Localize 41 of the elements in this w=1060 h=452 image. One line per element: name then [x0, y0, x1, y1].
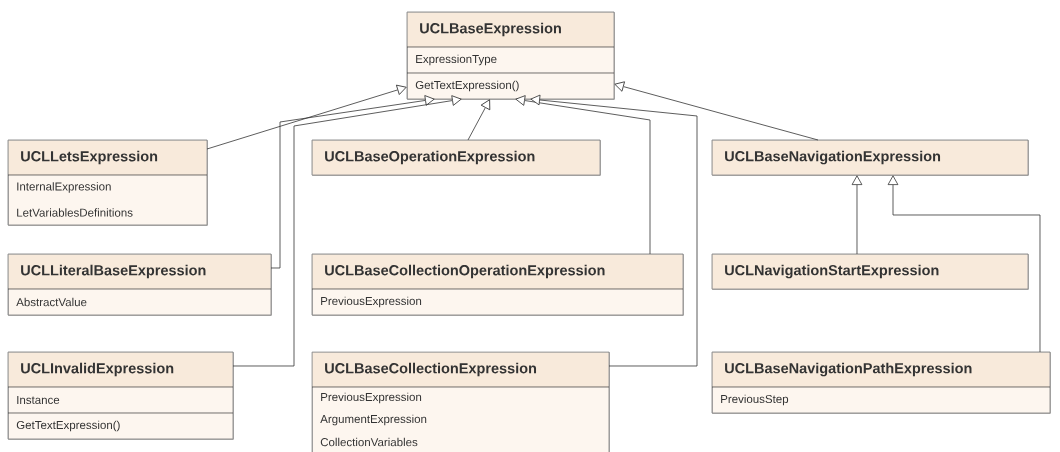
class-box [711, 139, 1029, 176]
class-name: UCLBaseExpression [420, 22, 561, 37]
member-text: PreviousExpression [321, 296, 422, 308]
class-box [7, 139, 208, 226]
inheritance-arrow [887, 175, 1041, 353]
member-text: CollectionVariables [320, 437, 418, 447]
member-text: GetTextExpression() [415, 80, 519, 92]
class-name: UCLLiteralBaseExpression [21, 264, 206, 279]
class-box [7, 351, 234, 440]
class-name: UCLBaseNavigationExpression [725, 150, 941, 165]
class-box [311, 253, 684, 316]
class-box [311, 351, 610, 452]
member-text: PreviousStep [721, 394, 789, 406]
class-name: UCLBaseOperationExpression [325, 150, 535, 165]
member-text: InternalExpression [17, 182, 111, 193]
class-name: UCLInvalidExpression [21, 362, 174, 377]
class-box [711, 253, 1029, 290]
inheritance-arrow [270, 95, 435, 269]
inheritance-arrow [614, 81, 819, 141]
class-name: UCLLetsExpression [21, 150, 158, 165]
inheritance-arrow [206, 84, 407, 150]
member-text: LetVariablesDefinitions [17, 208, 133, 217]
class-name: UCLBaseNavigationPathExpression [725, 362, 972, 377]
inheritance-arrow [515, 95, 651, 255]
member-text: ExpressionType [416, 54, 497, 66]
member-text: GetTextExpression() [16, 420, 120, 432]
inheritance-arrow [232, 95, 462, 367]
inheritance-arrow [851, 175, 863, 255]
class-name: UCLNavigationStartExpression [725, 264, 939, 279]
class-box [406, 11, 615, 100]
member-text: AbstractValue [16, 297, 87, 307]
member-text: ArgumentExpression [320, 414, 427, 426]
class-name: UCLBaseCollectionExpression [325, 362, 537, 377]
inheritance-arrow [467, 99, 491, 141]
class-box [711, 351, 1051, 414]
inheritance-arrow [530, 94, 698, 367]
member-text: PreviousExpression [321, 392, 422, 404]
class-name: UCLBaseCollectionOperationExpression [325, 264, 605, 279]
class-box [7, 253, 272, 316]
class-box [311, 139, 601, 176]
member-text: Instance [17, 396, 60, 404]
